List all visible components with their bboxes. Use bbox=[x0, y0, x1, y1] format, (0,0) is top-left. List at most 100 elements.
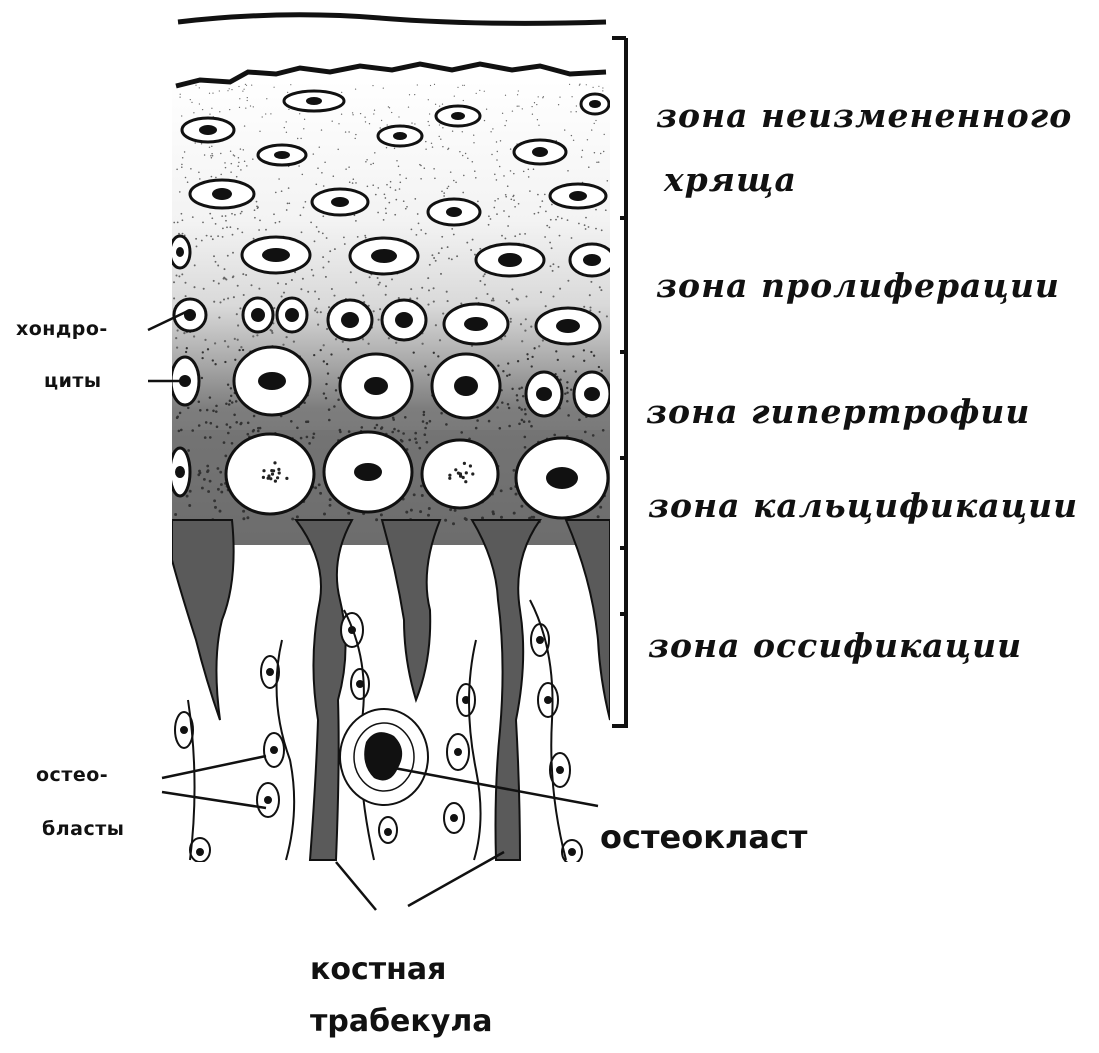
stipple-dot bbox=[376, 424, 379, 427]
stipple-dot bbox=[411, 122, 412, 123]
stipple-dot bbox=[375, 518, 378, 521]
stipple-dot bbox=[472, 161, 474, 163]
stipple-dot bbox=[527, 358, 529, 360]
stipple-dot bbox=[591, 129, 592, 130]
stipple-dot bbox=[440, 273, 442, 275]
stipple-dot bbox=[585, 217, 587, 219]
stipple-dot bbox=[186, 495, 189, 498]
stipple-dot bbox=[422, 420, 425, 423]
stipple-dot bbox=[524, 330, 526, 332]
stipple-dot bbox=[238, 349, 240, 351]
stipple-dot bbox=[226, 423, 229, 426]
stipple-dot bbox=[288, 202, 290, 204]
stipple-dot bbox=[434, 178, 436, 180]
stipple-dot bbox=[552, 270, 554, 272]
stipple-dot bbox=[457, 87, 458, 88]
chondrocyte bbox=[436, 106, 480, 126]
stipple-dot bbox=[355, 134, 356, 135]
stipple-dot bbox=[185, 177, 187, 179]
stipple-dot bbox=[542, 97, 543, 98]
stipple-dot bbox=[446, 187, 448, 189]
stipple-dot bbox=[500, 516, 503, 519]
stipple-dot bbox=[174, 513, 177, 516]
stipple-dot bbox=[253, 106, 254, 107]
stipple-dot bbox=[537, 119, 538, 120]
stipple-dot bbox=[301, 231, 303, 233]
stipple-dot bbox=[420, 178, 422, 180]
stipple-dot bbox=[209, 213, 211, 215]
stipple-dot bbox=[212, 410, 215, 413]
stipple-dot bbox=[539, 206, 541, 208]
stipple-dot bbox=[517, 299, 519, 301]
stipple-dot bbox=[225, 220, 227, 222]
stipple-dot bbox=[221, 215, 223, 217]
stipple-dot bbox=[302, 174, 304, 176]
stipple-dot bbox=[592, 434, 595, 437]
stipple-dot bbox=[360, 113, 361, 114]
stipple-dot bbox=[323, 392, 325, 394]
stipple-dot bbox=[490, 218, 492, 220]
stipple-dot bbox=[377, 187, 379, 189]
stipple-dot bbox=[511, 388, 513, 390]
stipple-dot bbox=[348, 131, 349, 132]
stipple-dot bbox=[440, 412, 443, 415]
stipple-dot bbox=[224, 455, 227, 458]
stipple-dot bbox=[497, 365, 499, 367]
stipple-dot bbox=[555, 219, 557, 221]
stipple-dot bbox=[355, 88, 356, 89]
stipple-dot bbox=[428, 507, 431, 510]
stipple-dot bbox=[470, 249, 472, 251]
stipple-dot bbox=[242, 517, 245, 520]
stipple-dot bbox=[415, 441, 418, 444]
stipple-dot bbox=[333, 295, 335, 297]
stipple-dot bbox=[432, 146, 433, 147]
stipple-dot bbox=[395, 199, 397, 201]
stipple-dot bbox=[219, 510, 222, 513]
stipple-dot bbox=[423, 433, 426, 436]
stipple-dot bbox=[545, 305, 547, 307]
chondrocyte bbox=[382, 300, 426, 340]
stipple-dot bbox=[240, 346, 242, 348]
stipple-dot bbox=[258, 229, 260, 231]
osteoblasts-label-line2: бласты bbox=[42, 818, 124, 840]
stipple-dot bbox=[500, 140, 501, 141]
stipple-dot bbox=[583, 306, 585, 308]
stipple-dot bbox=[242, 273, 244, 275]
stipple-dot bbox=[227, 346, 229, 348]
stipple-dot bbox=[590, 281, 592, 283]
stipple-dot bbox=[317, 324, 319, 326]
stipple-dot bbox=[558, 266, 560, 268]
stipple-dot bbox=[201, 377, 203, 379]
stipple-dot bbox=[484, 91, 485, 92]
stipple-dot bbox=[320, 311, 322, 313]
stipple-dot bbox=[413, 493, 416, 496]
stipple-dot bbox=[433, 257, 435, 259]
chondrocyte bbox=[284, 91, 344, 111]
stipple-dot bbox=[250, 105, 251, 106]
stipple-dot bbox=[586, 84, 587, 85]
stipple-dot bbox=[193, 335, 195, 337]
trabecula-label-line1: костная bbox=[310, 952, 446, 987]
chondrocyte bbox=[312, 189, 368, 215]
stipple-dot bbox=[345, 168, 347, 170]
stipple-dot bbox=[510, 321, 512, 323]
stipple-dot bbox=[299, 113, 300, 114]
stipple-dot bbox=[411, 369, 413, 371]
stipple-dot bbox=[305, 201, 307, 203]
stipple-dot bbox=[335, 389, 337, 391]
stipple-dot bbox=[421, 494, 424, 497]
chondrocyte bbox=[258, 145, 306, 165]
stipple-dot bbox=[463, 100, 464, 101]
stipple-dot bbox=[317, 167, 319, 169]
stipple-dot bbox=[589, 306, 591, 308]
stipple-dot bbox=[423, 414, 426, 417]
stipple-dot bbox=[486, 109, 487, 110]
stipple-dot bbox=[379, 282, 381, 284]
stipple-dot bbox=[606, 315, 608, 317]
stipple-dot bbox=[466, 242, 468, 244]
stipple-dot bbox=[505, 95, 506, 96]
stipple-dot bbox=[237, 228, 239, 230]
stipple-dot bbox=[352, 112, 353, 113]
stipple-dot bbox=[479, 280, 481, 282]
stipple-dot bbox=[236, 176, 238, 178]
